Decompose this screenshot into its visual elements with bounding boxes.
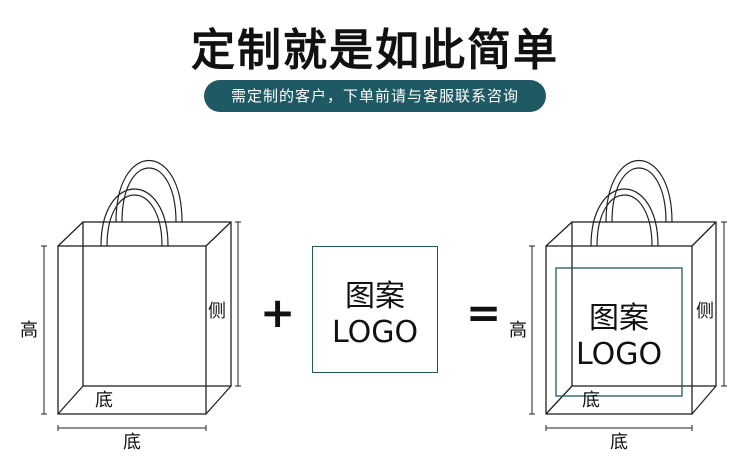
left-bottom-label: 底 [95, 390, 113, 411]
right-width-label: 底 [610, 432, 628, 453]
plus-sign: + [260, 288, 296, 337]
right-bottom-label: 底 [582, 390, 600, 411]
subtitle-banner: 需定制的客户，下单前请与客服联系咨询 [204, 80, 546, 112]
right-bag [545, 159, 717, 415]
logo-box [312, 246, 438, 373]
left-height-label: 高 [20, 320, 38, 341]
right-height-label: 高 [509, 320, 527, 341]
logo-box-logo-label: LOGO [331, 315, 419, 350]
equals-sign: = [466, 288, 502, 337]
left-side-label: 侧 [208, 301, 226, 322]
left-dimension-lines [41, 221, 241, 431]
right-bag-logo-frame [555, 267, 683, 397]
right-bag-logo-label: LOGO [575, 337, 663, 372]
right-side-label: 侧 [696, 301, 714, 322]
right-bag-pattern-label: 图案 [589, 301, 649, 336]
logo-box-pattern-label: 图案 [345, 279, 405, 314]
page-title: 定制就是如此简单 [191, 25, 559, 76]
left-bag [57, 159, 232, 415]
right-dimension-lines [529, 221, 727, 431]
left-width-label: 底 [123, 432, 141, 453]
